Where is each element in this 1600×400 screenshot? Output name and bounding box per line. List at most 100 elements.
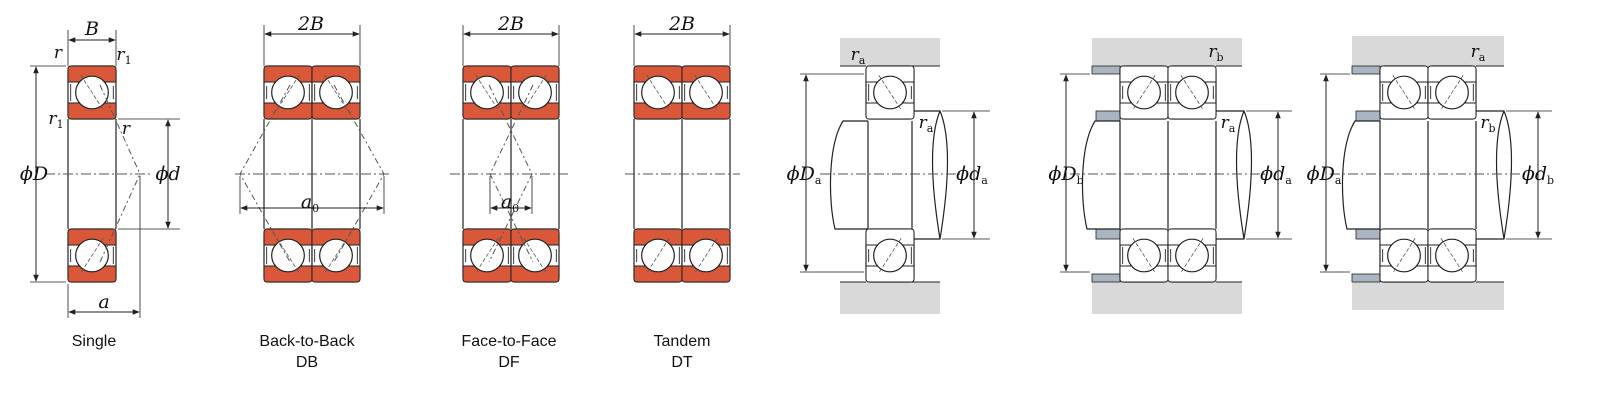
fillet-r1-label: r1 bbox=[116, 45, 131, 67]
back-to-back-arrangement: 2B a0 Back-to-Back DB bbox=[235, 13, 390, 371]
bearing-section bbox=[1379, 65, 1429, 120]
outer-ring bbox=[510, 65, 560, 83]
caption-dt-line2: DT bbox=[671, 354, 693, 371]
caption-single: Single bbox=[72, 333, 117, 350]
inner-ring bbox=[311, 265, 361, 283]
inner-ring bbox=[510, 102, 560, 120]
caption-db-line1: Back-to-Back bbox=[259, 333, 355, 350]
bearing-section bbox=[263, 228, 313, 283]
bearing-section bbox=[865, 228, 915, 283]
bearing-section bbox=[1379, 228, 1429, 283]
single-bearing-bottom-row bbox=[67, 228, 117, 283]
width-2b-label-dt: 2B bbox=[668, 13, 695, 35]
outer-ring bbox=[67, 228, 117, 246]
housing-diameter-label-1: ϕDa bbox=[787, 163, 822, 187]
dt-bottom-row bbox=[633, 228, 731, 283]
outer-ring bbox=[865, 228, 915, 246]
mounting-single-top-bearing bbox=[865, 65, 915, 120]
caption-dt-line1: Tandem bbox=[654, 333, 711, 350]
load-center-label: a bbox=[98, 291, 109, 313]
bearing-section bbox=[311, 65, 361, 120]
shaft-diameter-label-3: ϕdb bbox=[1522, 163, 1554, 187]
tandem-arrangement: 2B Tandem DT bbox=[625, 13, 740, 371]
inner-ring bbox=[67, 102, 117, 120]
inner-ring bbox=[1167, 265, 1217, 283]
outer-ring bbox=[681, 228, 731, 246]
bearing-section bbox=[681, 228, 731, 283]
mounting-single: ϕDa ϕda ra ra bbox=[787, 38, 990, 314]
mounting-pair-a-top-row bbox=[1379, 65, 1477, 120]
bearing-section bbox=[1119, 65, 1169, 120]
fillet-ra-shaft-1: ra bbox=[919, 113, 934, 135]
housing-diameter-label-3: ϕDa bbox=[1307, 163, 1342, 187]
bearing-section bbox=[462, 65, 512, 120]
inner-ring bbox=[681, 265, 731, 283]
inner-ring bbox=[1167, 102, 1217, 120]
bearing-section bbox=[633, 65, 683, 120]
shaft-diameter-label-1: ϕda bbox=[956, 163, 988, 187]
df-top-row bbox=[462, 65, 560, 120]
bearing-section bbox=[1427, 65, 1477, 120]
bearing-section bbox=[865, 65, 915, 120]
outer-ring bbox=[311, 65, 361, 83]
outer-diameter-label: ϕD bbox=[20, 163, 48, 185]
bearing-section bbox=[263, 65, 313, 120]
outer-ring bbox=[1167, 228, 1217, 246]
mounting-pair-a: ϕDa ϕdb ra rb bbox=[1307, 36, 1554, 310]
fillet-ra-housing-1: ra bbox=[851, 45, 866, 67]
bearing-section bbox=[1119, 228, 1169, 283]
mounting-pair-b-top-row bbox=[1119, 65, 1217, 120]
inner-ring bbox=[865, 102, 915, 120]
shaft-diameter-label-2: ϕda bbox=[1260, 163, 1292, 187]
mounting-pair-b-bottom-row bbox=[1119, 228, 1217, 283]
fillet-rb-shaft-3: rb bbox=[1480, 113, 1495, 135]
inner-ring bbox=[865, 265, 915, 283]
inner-ring bbox=[67, 265, 117, 283]
bearing-section bbox=[1167, 65, 1217, 120]
mounting-pair-b: ϕDb ϕda rb ra bbox=[1048, 38, 1292, 314]
fillet-ra-housing-3: ra bbox=[1471, 42, 1486, 64]
width-2b-label-db: 2B bbox=[297, 13, 324, 35]
single-bearing: B ϕD ϕd a r r1 r1 r Single bbox=[20, 18, 181, 350]
mounting-pair-a-bottom-row bbox=[1379, 228, 1477, 283]
inner-ring bbox=[311, 102, 361, 120]
caption-db-line2: DB bbox=[296, 354, 318, 371]
outer-ring bbox=[311, 228, 361, 246]
load-center-a0-label-db: a0 bbox=[301, 191, 319, 215]
housing-diameter-label-2: ϕDb bbox=[1048, 163, 1083, 187]
width-2b-label-df: 2B bbox=[497, 13, 524, 35]
inner-ring bbox=[510, 265, 560, 283]
outer-ring bbox=[1427, 228, 1477, 246]
dt-top-row bbox=[633, 65, 731, 120]
bearing-section bbox=[67, 65, 117, 120]
outer-ring bbox=[865, 65, 915, 83]
bearing-section bbox=[1427, 228, 1477, 283]
inner-ring bbox=[681, 102, 731, 120]
bearing-section bbox=[462, 228, 512, 283]
bearing-section bbox=[311, 228, 361, 283]
fillet-ra-shaft-2: ra bbox=[1221, 113, 1236, 135]
inner-ring bbox=[1427, 265, 1477, 283]
mounting-single-bottom-bearing bbox=[865, 228, 915, 283]
outer-ring bbox=[681, 65, 731, 83]
df-bottom-row bbox=[462, 228, 560, 283]
bearing-section bbox=[681, 65, 731, 120]
bearing-section bbox=[633, 228, 683, 283]
fillet-r1-inner-label: r1 bbox=[48, 109, 63, 131]
bearing-section bbox=[67, 228, 117, 283]
db-top-row bbox=[263, 65, 361, 120]
fillet-r-inner-label: r bbox=[122, 119, 131, 139]
outer-ring bbox=[67, 65, 117, 83]
single-bearing-top-row bbox=[67, 65, 117, 120]
inner-ring bbox=[1427, 102, 1477, 120]
caption-df-line1: Face-to-Face bbox=[461, 333, 556, 350]
bearing-section bbox=[510, 228, 560, 283]
outer-ring bbox=[1167, 65, 1217, 83]
caption-df-line2: DF bbox=[498, 354, 520, 371]
bearing-section bbox=[510, 65, 560, 120]
bearing-section bbox=[1167, 228, 1217, 283]
load-center-a0-label-df: a0 bbox=[501, 191, 519, 215]
face-to-face-arrangement: 2B a0 Face-to-Face DF bbox=[450, 13, 570, 371]
width-b-label: B bbox=[84, 18, 99, 40]
